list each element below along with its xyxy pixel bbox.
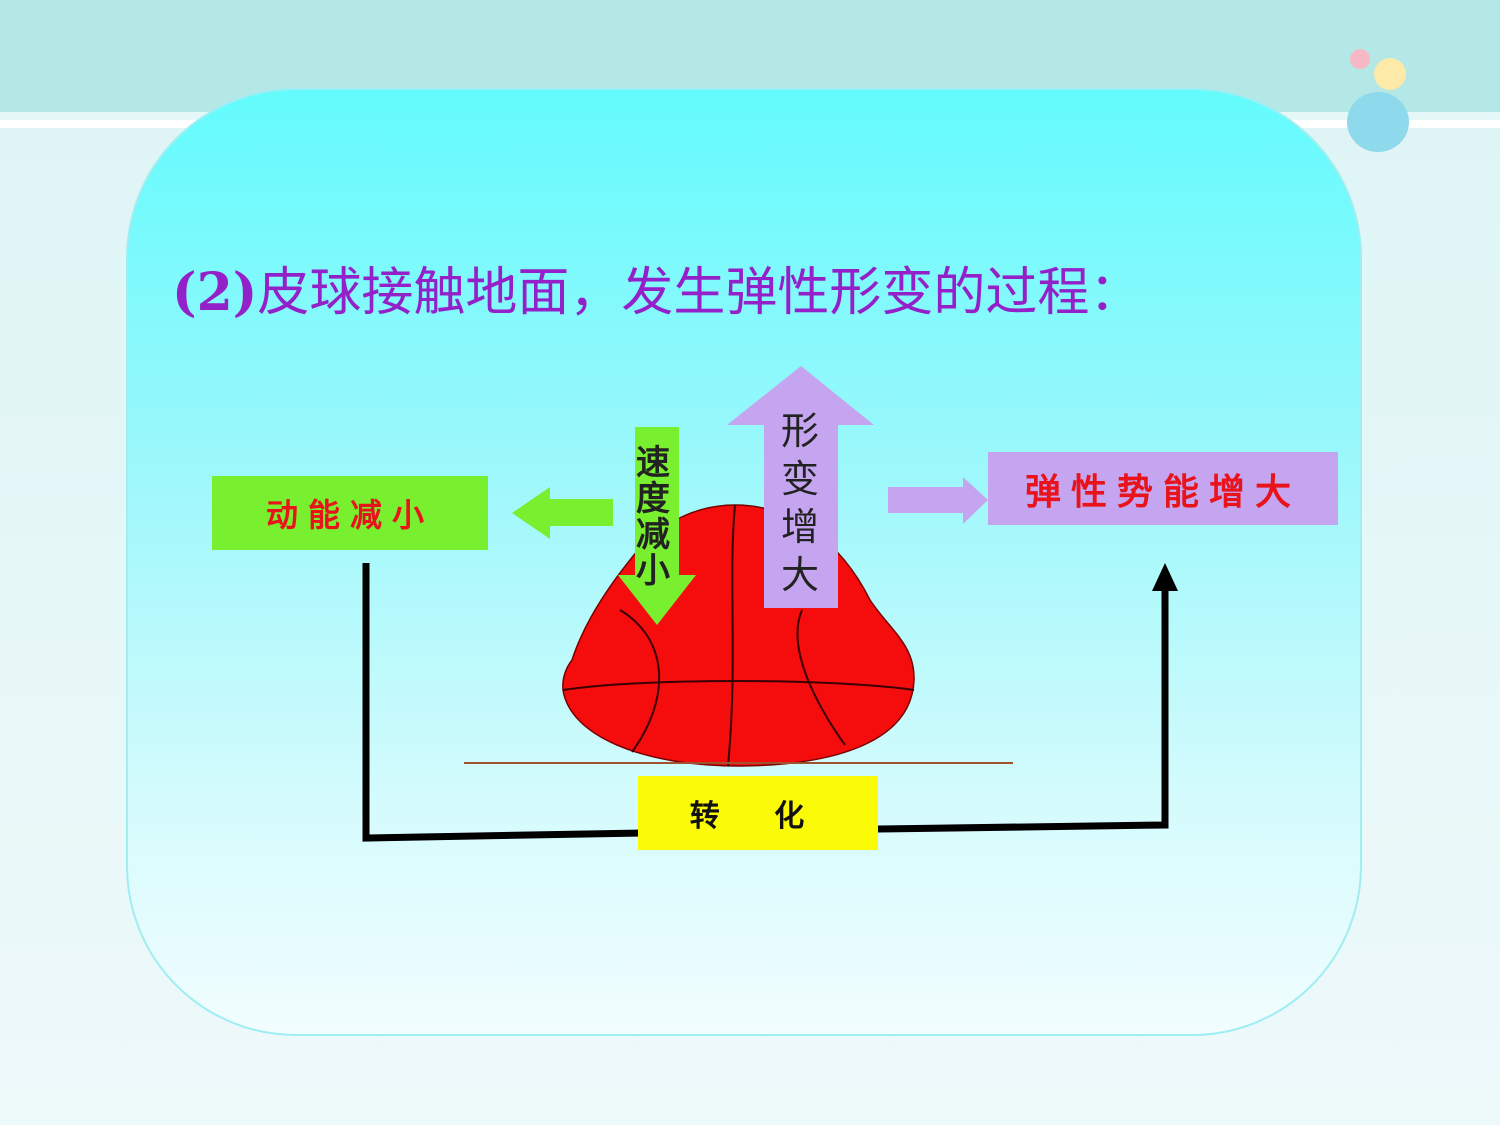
conversion-path-right (877, 590, 1169, 833)
deformation-increase-label: 形 变 增 大 (775, 412, 825, 604)
speed-char: 减 (636, 515, 670, 555)
speed-char: 速 (636, 443, 670, 483)
deformation-up-arrow (727, 366, 874, 608)
slide-heading: (2)皮球接触地面，发生弹性形变的过程： (172, 250, 1141, 325)
speed-down-arrow (618, 427, 696, 625)
deformation-char: 大 (780, 553, 819, 597)
conversion-path-left (362, 563, 641, 842)
deformation-char: 变 (780, 457, 819, 501)
deformation-char: 形 (780, 409, 819, 453)
speed-decrease-label: 速 度 减 小 (630, 446, 676, 590)
heading-number: (2) (172, 262, 258, 323)
arrowhead-up-icon (1152, 563, 1178, 591)
kinetic-energy-box: 动能减小 (212, 476, 488, 550)
decorative-dot-blue (1347, 92, 1409, 152)
deformed-ball (562, 504, 915, 767)
deformation-char: 增 (780, 505, 819, 549)
decorative-dot-yellow (1374, 58, 1406, 90)
heading-text: 皮球接触地面，发生弹性形变的过程： (257, 263, 1142, 323)
left-arrow-to-kinetic (512, 487, 613, 539)
speed-char: 度 (636, 479, 670, 519)
conversion-box: 转 化 (638, 776, 878, 850)
decorative-dot-pink (1350, 49, 1370, 69)
right-arrow-to-elastic (888, 477, 988, 524)
elastic-energy-box: 弹性势能增大 (988, 452, 1338, 525)
speed-char: 小 (636, 551, 670, 591)
